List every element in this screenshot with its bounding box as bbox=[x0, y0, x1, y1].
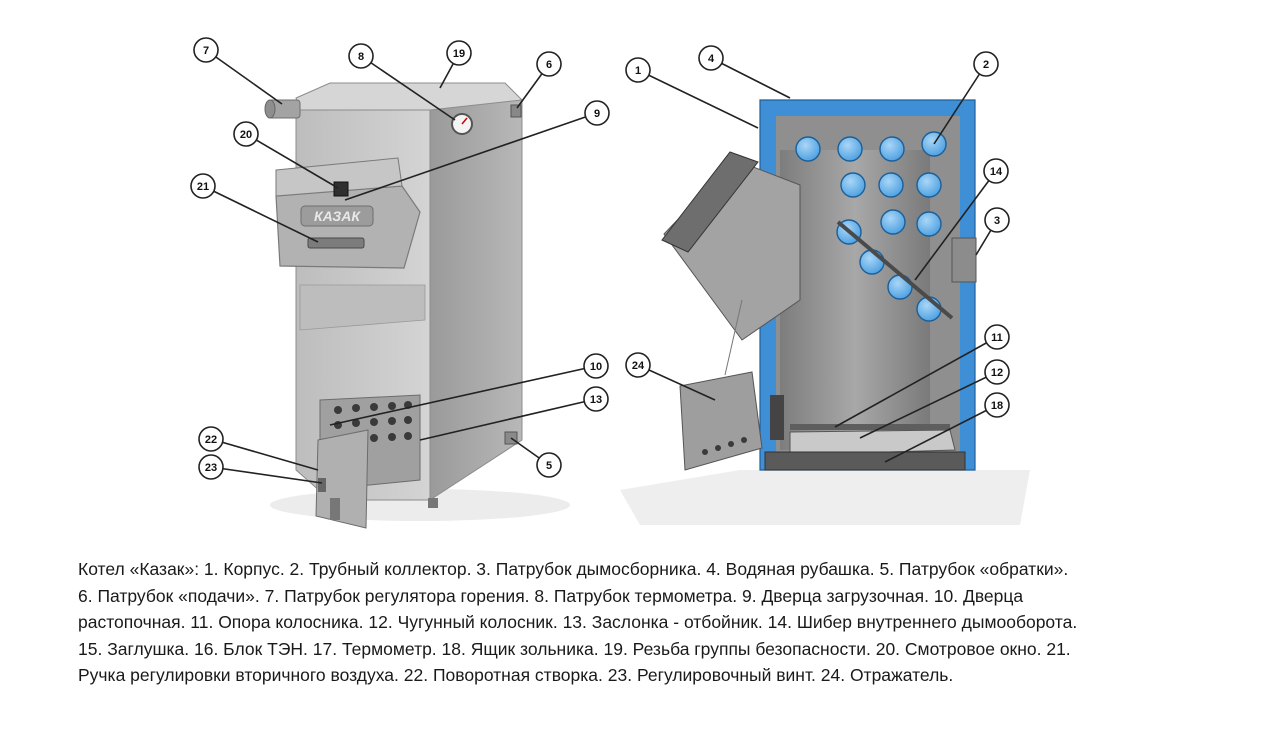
callout-marker-13 bbox=[583, 386, 609, 412]
callout-marker-20 bbox=[233, 121, 259, 147]
caption-line: 15. Заглушка. 16. Блок ТЭН. 17. Термомет… bbox=[78, 638, 1071, 659]
callout-leader-4 bbox=[710, 57, 791, 99]
boiler-cross-section bbox=[620, 99, 1030, 525]
boiler-exterior: КАЗАК bbox=[264, 82, 570, 529]
callout-marker-12 bbox=[984, 359, 1010, 385]
loading-chute-lid bbox=[661, 151, 759, 253]
callout-leader-1 bbox=[637, 69, 759, 129]
callout-leader-24 bbox=[637, 364, 716, 401]
callout-leader-13 bbox=[419, 398, 597, 441]
deflector-damper bbox=[770, 395, 784, 440]
callout-leader-14 bbox=[914, 170, 997, 281]
thin-rod bbox=[724, 299, 743, 376]
caption-line: растопочная. 11. Опора колосника. 12. Чу… bbox=[78, 612, 1078, 632]
callout-number-8: 8 bbox=[358, 51, 364, 63]
internal-shutter bbox=[836, 220, 954, 320]
brand-plate bbox=[300, 205, 374, 227]
callout-number-18: 18 bbox=[991, 400, 1003, 412]
callout-number-22: 22 bbox=[205, 434, 217, 446]
ash-pan bbox=[764, 451, 966, 471]
callout-marker-7 bbox=[193, 37, 219, 63]
supply-pipe bbox=[510, 104, 522, 118]
callout-number-19: 19 bbox=[453, 48, 465, 60]
callout-number-21: 21 bbox=[197, 181, 209, 193]
callout-number-23: 23 bbox=[205, 462, 217, 474]
callout-number-10: 10 bbox=[590, 361, 602, 373]
boiler-diagram: КАЗАК bbox=[190, 37, 1030, 529]
callout-marker-4 bbox=[698, 45, 724, 71]
cast-iron-grate bbox=[789, 429, 956, 456]
callout-leader-9 bbox=[344, 112, 598, 201]
rotary-flap bbox=[315, 429, 369, 529]
callout-number-2: 2 bbox=[983, 59, 989, 71]
callout-leader-7 bbox=[205, 49, 283, 105]
callout-marker-24 bbox=[625, 352, 651, 378]
callout-number-3: 3 bbox=[994, 215, 1000, 227]
callout-marker-9 bbox=[584, 100, 610, 126]
loading-door-top bbox=[275, 157, 403, 197]
callout-number-14: 14 bbox=[990, 166, 1003, 178]
caption-line: Ручка регулировки вторичного воздуха. 22… bbox=[78, 665, 954, 685]
callout-number-6: 6 bbox=[546, 59, 552, 71]
callout-number-1: 1 bbox=[635, 65, 641, 77]
adjusting-screw bbox=[318, 478, 326, 492]
callout-marker-1 bbox=[625, 57, 651, 83]
callout-marker-22 bbox=[198, 426, 224, 452]
callout-marker-10 bbox=[583, 353, 609, 379]
callout-number-20: 20 bbox=[240, 129, 252, 141]
callout-marker-19 bbox=[446, 40, 472, 66]
callout-marker-21 bbox=[190, 173, 216, 199]
caption-line: 6. Патрубок «подачи». 7. Патрубок регуля… bbox=[78, 585, 1024, 606]
reflector bbox=[679, 371, 763, 471]
callout-marker-23 bbox=[198, 454, 224, 480]
air-control-handle bbox=[307, 237, 365, 249]
callout-leader-12 bbox=[859, 371, 998, 439]
boiler-leg bbox=[428, 498, 438, 508]
caption-line: Котел «Казак»: 1. Корпус. 2. Трубный кол… bbox=[78, 559, 1069, 579]
reflector-holes bbox=[702, 437, 747, 455]
pipe-end bbox=[264, 99, 276, 119]
callout-leader-8 bbox=[360, 55, 456, 121]
callout-leader-10 bbox=[329, 365, 597, 426]
callout-leader-18 bbox=[884, 404, 998, 463]
callout-leader-23 bbox=[210, 466, 323, 484]
callout-number-5: 5 bbox=[546, 460, 552, 472]
callout-number-11: 11 bbox=[991, 332, 1003, 344]
callout-number-9: 9 bbox=[594, 108, 600, 120]
section-floor-shadow bbox=[620, 470, 1030, 525]
callout-leader-2 bbox=[933, 63, 987, 145]
callout-number-24: 24 bbox=[632, 360, 645, 372]
callout-marker-3 bbox=[984, 207, 1010, 233]
combustion-drum bbox=[780, 150, 930, 450]
legend-caption: Котел «Казак»: 1. Корпус. 2. Трубный кол… bbox=[78, 556, 1198, 689]
smoke-outlet-pipe bbox=[951, 237, 977, 283]
view-window bbox=[333, 181, 349, 197]
brand-logo-text: КАЗАК bbox=[314, 208, 361, 224]
callout-marker-2 bbox=[973, 51, 999, 77]
callout-number-7: 7 bbox=[203, 45, 209, 57]
callout-leader-20 bbox=[245, 133, 339, 189]
callout-number-13: 13 bbox=[590, 394, 602, 406]
callout-marker-8 bbox=[348, 43, 374, 69]
callout-marker-6 bbox=[536, 51, 562, 77]
callout-leader-21 bbox=[202, 185, 319, 243]
boiler-leg bbox=[330, 498, 340, 520]
callout-leader-22 bbox=[210, 438, 319, 471]
callout-leader-11 bbox=[834, 336, 998, 428]
callout-number-4: 4 bbox=[708, 53, 715, 65]
callout-marker-14 bbox=[983, 158, 1009, 184]
grate-support bbox=[790, 424, 950, 430]
callout-number-12: 12 bbox=[991, 367, 1003, 379]
callout-marker-11 bbox=[984, 324, 1010, 350]
boiler-front-bevel bbox=[299, 284, 426, 331]
callout-marker-18 bbox=[984, 392, 1010, 418]
thermometer-needle bbox=[461, 117, 468, 125]
callout-marker-5 bbox=[536, 452, 562, 478]
